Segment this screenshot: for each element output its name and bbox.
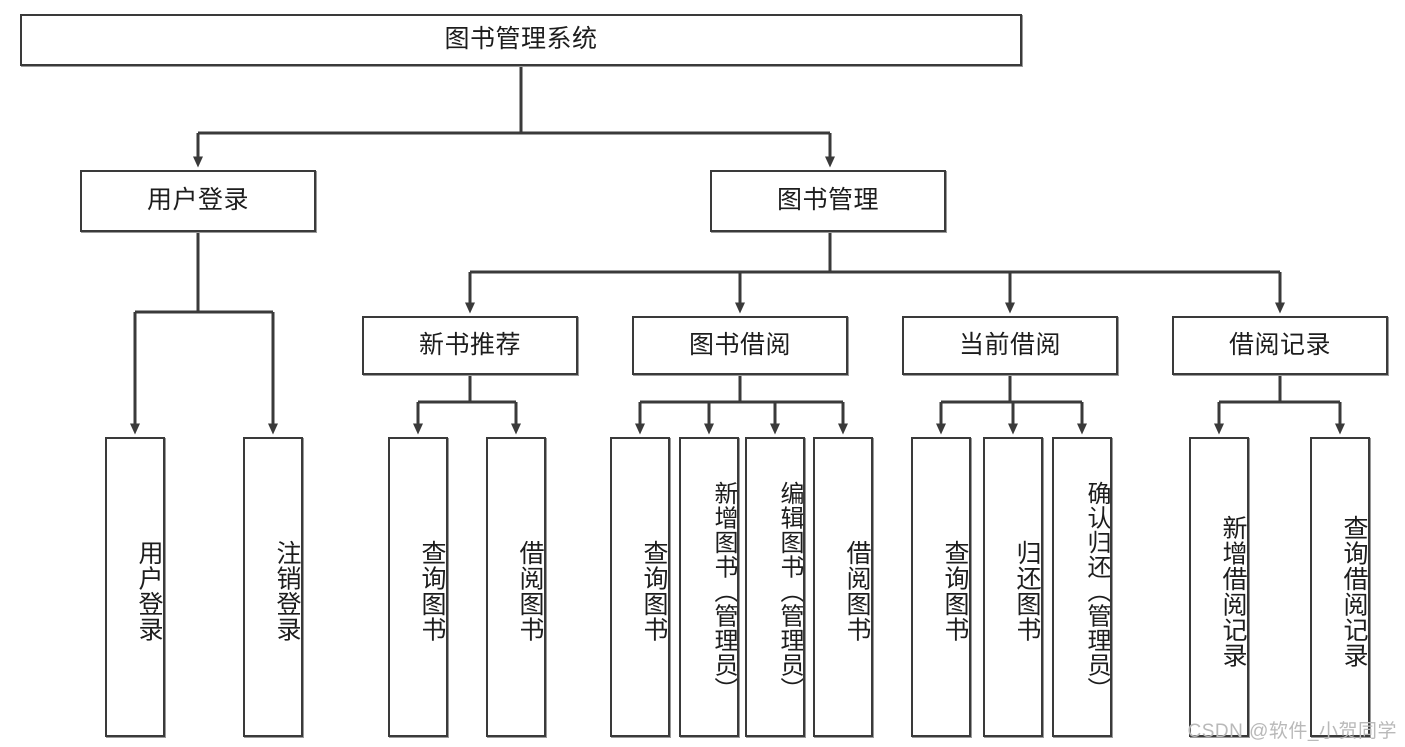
node-book-manage[interactable]: 图书管理 xyxy=(710,170,946,232)
node-book-borrow[interactable]: 图书借阅 xyxy=(632,316,848,375)
node-leaf-add-record[interactable]: 新增借阅记录 xyxy=(1189,437,1249,737)
node-leaf-return-book[interactable]: 归还图书 xyxy=(983,437,1043,737)
node-new-book-rec[interactable]: 新书推荐 xyxy=(362,316,578,375)
node-leaf-query-book-3[interactable]: 查询图书 xyxy=(911,437,971,737)
node-current-borrow[interactable]: 当前借阅 xyxy=(902,316,1118,375)
node-leaf-confirm-return[interactable]: 确认归还（管理员） xyxy=(1052,437,1112,737)
node-leaf-add-book[interactable]: 新增图书（管理员） xyxy=(679,437,739,737)
node-borrow-record[interactable]: 借阅记录 xyxy=(1172,316,1388,375)
node-leaf-user-login[interactable]: 用户登录 xyxy=(105,437,165,737)
node-leaf-borrow-book-2[interactable]: 借阅图书 xyxy=(813,437,873,737)
node-leaf-query-book-1[interactable]: 查询图书 xyxy=(388,437,448,737)
node-leaf-borrow-book-1[interactable]: 借阅图书 xyxy=(486,437,546,737)
node-leaf-user-logout[interactable]: 注销登录 xyxy=(243,437,303,737)
node-leaf-query-book-2[interactable]: 查询图书 xyxy=(610,437,670,737)
node-root[interactable]: 图书管理系统 xyxy=(20,14,1022,66)
csdn-watermark: CSDN @软件_小贺同学 xyxy=(1187,721,1397,742)
node-user-login[interactable]: 用户登录 xyxy=(80,170,316,232)
node-leaf-edit-book[interactable]: 编辑图书（管理员） xyxy=(745,437,805,737)
node-leaf-query-record[interactable]: 查询借阅记录 xyxy=(1310,437,1370,737)
